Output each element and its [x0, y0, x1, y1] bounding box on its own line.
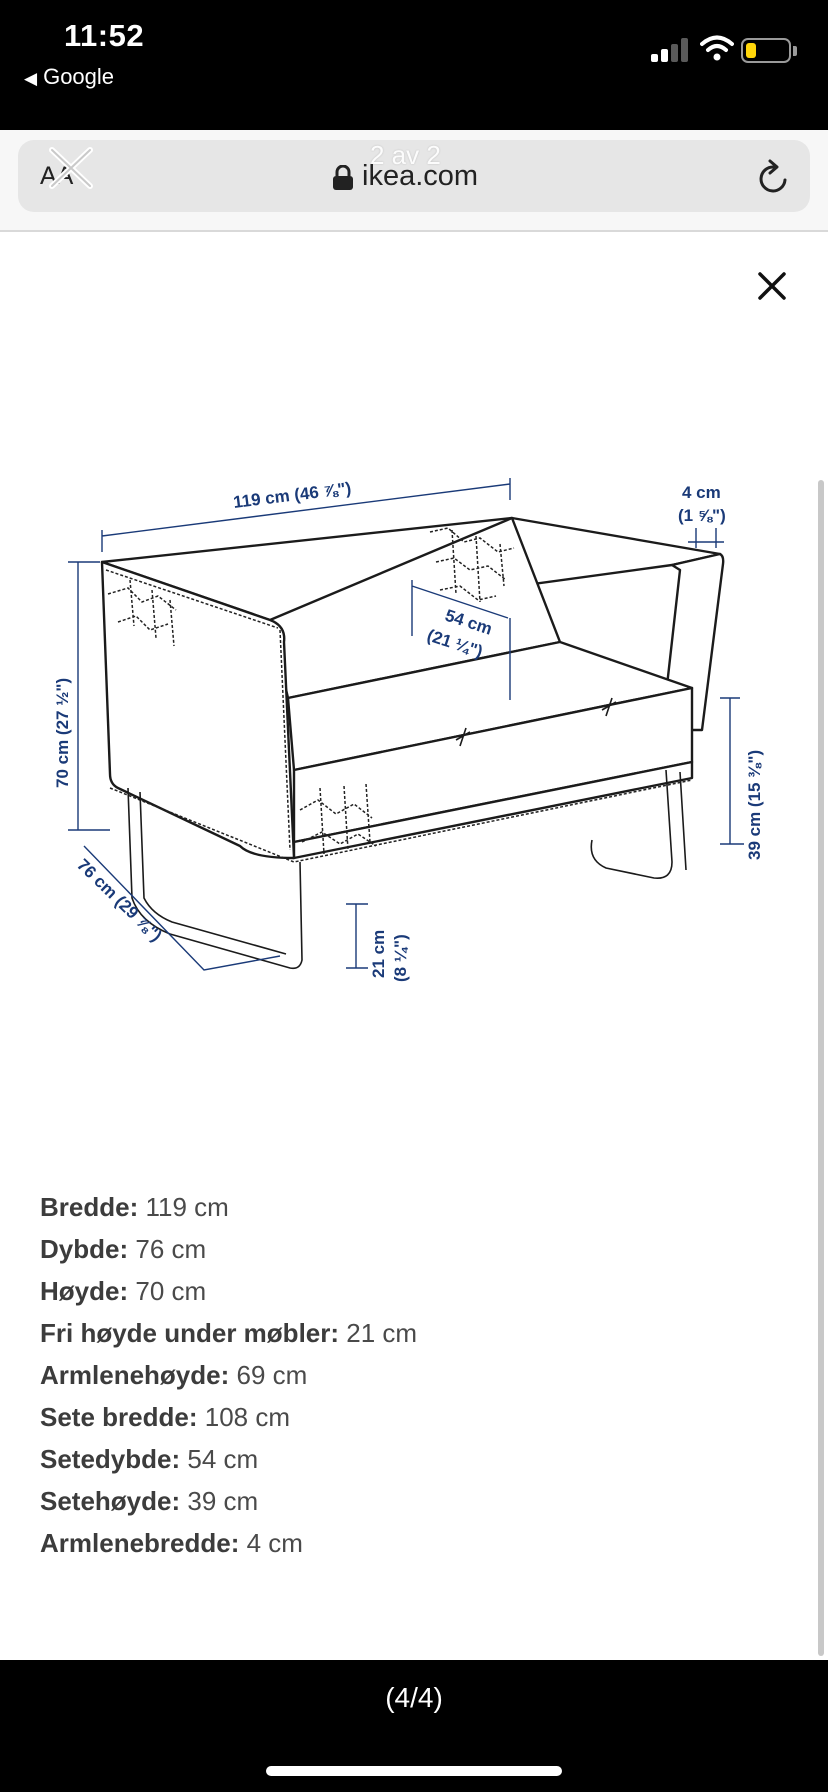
back-to-app-link[interactable]: ◀ Google — [24, 64, 114, 90]
dim-arm-width-in: (1 ⅝") — [678, 506, 726, 525]
scrollbar[interactable] — [818, 480, 824, 1656]
bottom-bar: (4/4) — [0, 1660, 828, 1792]
dimension-specs-list: Bredde: 119 cm Dybde: 76 cm Høyde: 70 cm… — [40, 1186, 760, 1564]
spec-row-seat-width: Sete bredde: 108 cm — [40, 1402, 290, 1432]
sofa-dimension-diagram: 119 cm (46 ⅞") 4 cm (1 ⅝") 54 cm (21 ¼")… — [53, 478, 764, 982]
spec-row-armrest-height: Armlenehøyde: 69 cm — [40, 1360, 308, 1390]
spec-row-armrest-width: Armlenebredde: 4 cm — [40, 1528, 303, 1558]
spec-row-clearance: Fri høyde under møbler: 21 cm — [40, 1318, 418, 1348]
page-counter: (4/4) — [385, 1682, 443, 1713]
cellular-signal-icon — [651, 38, 691, 62]
dim-depth-line — [83, 845, 281, 971]
spec-row-height: Høyde: 70 cm — [40, 1276, 207, 1306]
sofa-left-arm-edge — [101, 561, 111, 775]
dim-seat-height-line — [720, 697, 744, 845]
address-bar[interactable]: AA 2 av 2 ikea.com — [18, 140, 810, 212]
wifi-icon — [700, 35, 734, 61]
seat-tuft-2 — [601, 697, 617, 717]
lock-icon — [333, 165, 353, 190]
battery-icon — [741, 38, 791, 63]
url-text[interactable]: ikea.com — [362, 160, 479, 192]
dim-seat-depth-line — [411, 580, 511, 700]
dim-depth-label: 76 cm (29 ⅞") — [73, 855, 165, 945]
dim-height-line — [68, 561, 110, 831]
sofa-left-arm — [100, 560, 296, 860]
spec-row-width: Bredde: 119 cm — [40, 1192, 229, 1222]
dim-height-label: 70 cm (27 ½") — [53, 678, 72, 788]
sofa-stitching — [105, 569, 693, 863]
dim-seat-height-label: 39 cm (15 ⅜") — [745, 750, 764, 860]
sofa-right-sled-leg — [590, 769, 687, 879]
browser-chrome: AA 2 av 2 ikea.com — [0, 130, 828, 232]
dim-arm-width-line — [688, 528, 724, 548]
home-indicator[interactable] — [266, 1766, 562, 1776]
dim-clearance-line — [346, 903, 368, 969]
dim-arm-width-cm: 4 cm — [682, 483, 721, 502]
dim-width-line — [101, 478, 511, 552]
back-app-label: Google — [43, 64, 115, 89]
close-overlay-icon — [49, 147, 93, 189]
status-bar: 11:52 ◀ Google — [0, 0, 828, 130]
back-triangle-icon: ◀ — [24, 69, 38, 88]
ghost-page-title: 2 av 2 — [370, 140, 441, 170]
status-time: 11:52 — [64, 18, 145, 53]
reload-icon[interactable] — [756, 158, 792, 196]
close-icon[interactable] — [752, 266, 792, 306]
dim-clearance-in: (8 ¼") — [391, 934, 410, 982]
spec-row-depth: Dybde: 76 cm — [40, 1234, 207, 1264]
battery-cap — [793, 46, 797, 56]
spec-row-seat-depth: Setedybde: 54 cm — [40, 1444, 259, 1474]
dim-clearance-cm: 21 cm — [369, 930, 388, 978]
spec-row-seat-height: Setehøyde: 39 cm — [40, 1486, 259, 1516]
seat-tuft-1 — [455, 727, 471, 747]
sofa-left-sled-leg — [127, 787, 303, 970]
